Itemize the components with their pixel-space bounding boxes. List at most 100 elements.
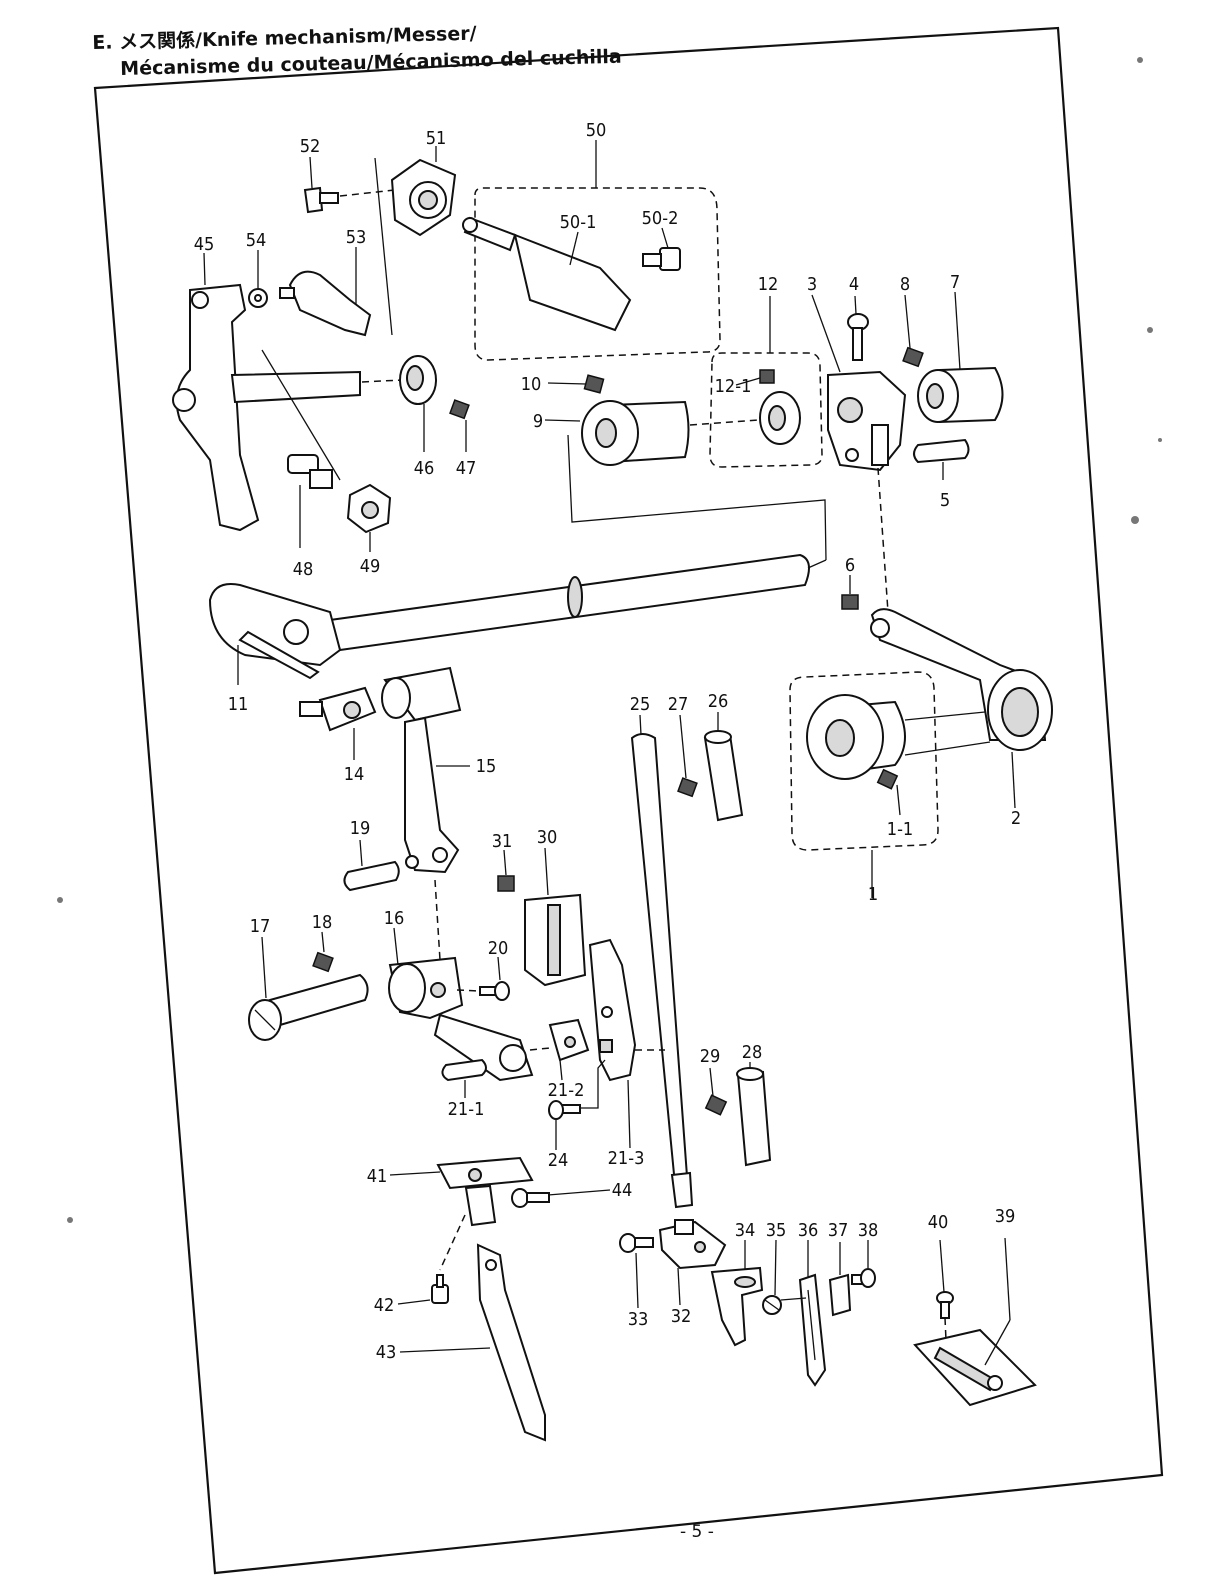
shaft-25 <box>632 734 692 1207</box>
label-45: 45 <box>194 234 215 255</box>
setscrew-8 <box>903 348 923 367</box>
label-10: 10 <box>521 374 542 395</box>
setscrew-27 <box>678 778 697 796</box>
label-50-2: 50-2 <box>642 208 679 229</box>
label-48: 48 <box>293 559 314 580</box>
sleeve-28 <box>737 1068 770 1165</box>
label-46: 46 <box>414 458 435 479</box>
collar-12-1 <box>760 370 800 444</box>
label-20: 20 <box>488 938 509 959</box>
label-1: 1 <box>868 884 878 905</box>
screw-40 <box>937 1292 953 1318</box>
screw-52 <box>305 188 338 212</box>
label-49: 49 <box>360 556 381 577</box>
sleeve-26 <box>705 731 742 820</box>
pin-21-1 <box>442 1060 486 1080</box>
label-8: 8 <box>900 274 910 295</box>
label-30: 30 <box>537 827 558 848</box>
air-cylinder-50-1 <box>463 218 630 330</box>
label-34: 34 <box>735 1220 756 1241</box>
stud-48 <box>288 455 332 488</box>
label-21-1: 21-1 <box>448 1099 485 1120</box>
label-21-2: 21-2 <box>548 1080 585 1101</box>
link-15 <box>382 668 460 872</box>
label-18: 18 <box>312 912 333 933</box>
screw-38 <box>852 1269 875 1287</box>
crank-block-3 <box>828 372 905 470</box>
setscrew-1-1 <box>878 770 898 789</box>
label-14: 14 <box>344 764 365 785</box>
fitting-50-2 <box>643 248 680 270</box>
collar-46 <box>400 356 436 404</box>
knife-34 <box>712 1268 762 1345</box>
label-19: 19 <box>350 818 371 839</box>
label-44: 44 <box>612 1180 633 1201</box>
plate-37 <box>830 1275 850 1315</box>
label-31: 31 <box>492 831 513 852</box>
label-1-1: 1-1 <box>887 819 913 840</box>
block-21-2 <box>550 1020 588 1060</box>
label-40: 40 <box>928 1212 949 1233</box>
collar-9 <box>582 401 689 465</box>
block-14 <box>300 688 375 730</box>
nut-51 <box>392 160 455 235</box>
eccentric-1 <box>807 695 905 779</box>
holder-32 <box>660 1220 725 1268</box>
label-50: 50 <box>586 120 607 141</box>
label-12: 12 <box>758 274 779 295</box>
screw-44 <box>512 1189 549 1207</box>
label-36: 36 <box>798 1220 819 1241</box>
label-38: 38 <box>858 1220 879 1241</box>
pin-19 <box>344 862 398 890</box>
label-25: 25 <box>630 694 651 715</box>
screw-35 <box>763 1296 781 1314</box>
label-47: 47 <box>456 458 477 479</box>
label-33: 33 <box>628 1309 649 1330</box>
screw-20 <box>480 982 509 1000</box>
screw-4 <box>848 314 868 360</box>
screw-42 <box>432 1275 448 1303</box>
holder-21-3 <box>590 940 635 1080</box>
label-53: 53 <box>346 227 367 248</box>
knife-36 <box>800 1275 825 1385</box>
screw-31 <box>498 876 514 891</box>
nut-49 <box>348 485 390 532</box>
label-7: 7 <box>950 272 960 293</box>
label-11: 11 <box>228 694 249 715</box>
label-39: 39 <box>995 1206 1016 1227</box>
screw-33 <box>620 1234 653 1252</box>
label-43: 43 <box>376 1342 397 1363</box>
crank-16 <box>389 958 532 1080</box>
label-37: 37 <box>828 1220 849 1241</box>
diagram-frame <box>95 28 1162 1573</box>
label-27: 27 <box>668 694 689 715</box>
label-41: 41 <box>367 1166 388 1187</box>
label-50-1: 50-1 <box>560 212 597 233</box>
label-54: 54 <box>246 230 267 251</box>
knife-43 <box>478 1245 545 1440</box>
plate-39 <box>915 1330 1035 1405</box>
label-28: 28 <box>742 1042 763 1063</box>
setscrew-29 <box>706 1095 726 1114</box>
screw-24 <box>549 1101 580 1119</box>
shaft-17 <box>249 975 368 1040</box>
collar-7 <box>918 368 1003 422</box>
label-5: 5 <box>940 490 950 511</box>
label-9: 9 <box>533 411 543 432</box>
label-42: 42 <box>374 1295 395 1316</box>
knife-arm-45 <box>173 285 258 530</box>
label-35: 35 <box>766 1220 787 1241</box>
label-12-1: 12-1 <box>715 376 752 397</box>
label-2: 2 <box>1011 808 1021 829</box>
screw-6 <box>842 595 858 609</box>
label-21-3: 21-3 <box>608 1148 645 1169</box>
shaft-46-rod <box>232 372 360 402</box>
label-3: 3 <box>807 274 817 295</box>
label-6: 6 <box>845 555 855 576</box>
label-16: 16 <box>384 908 405 929</box>
setscrew-18 <box>313 953 333 972</box>
setscrew-10 <box>584 375 603 393</box>
label-32: 32 <box>671 1306 692 1327</box>
